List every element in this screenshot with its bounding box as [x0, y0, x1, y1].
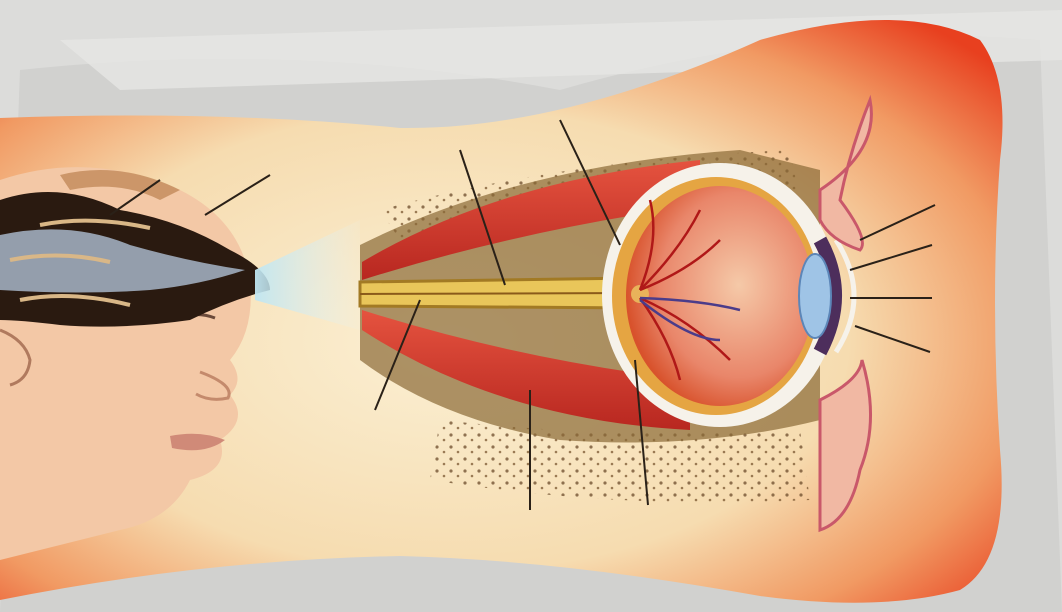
optic-nerve-core [360, 293, 640, 294]
lens [799, 254, 831, 338]
